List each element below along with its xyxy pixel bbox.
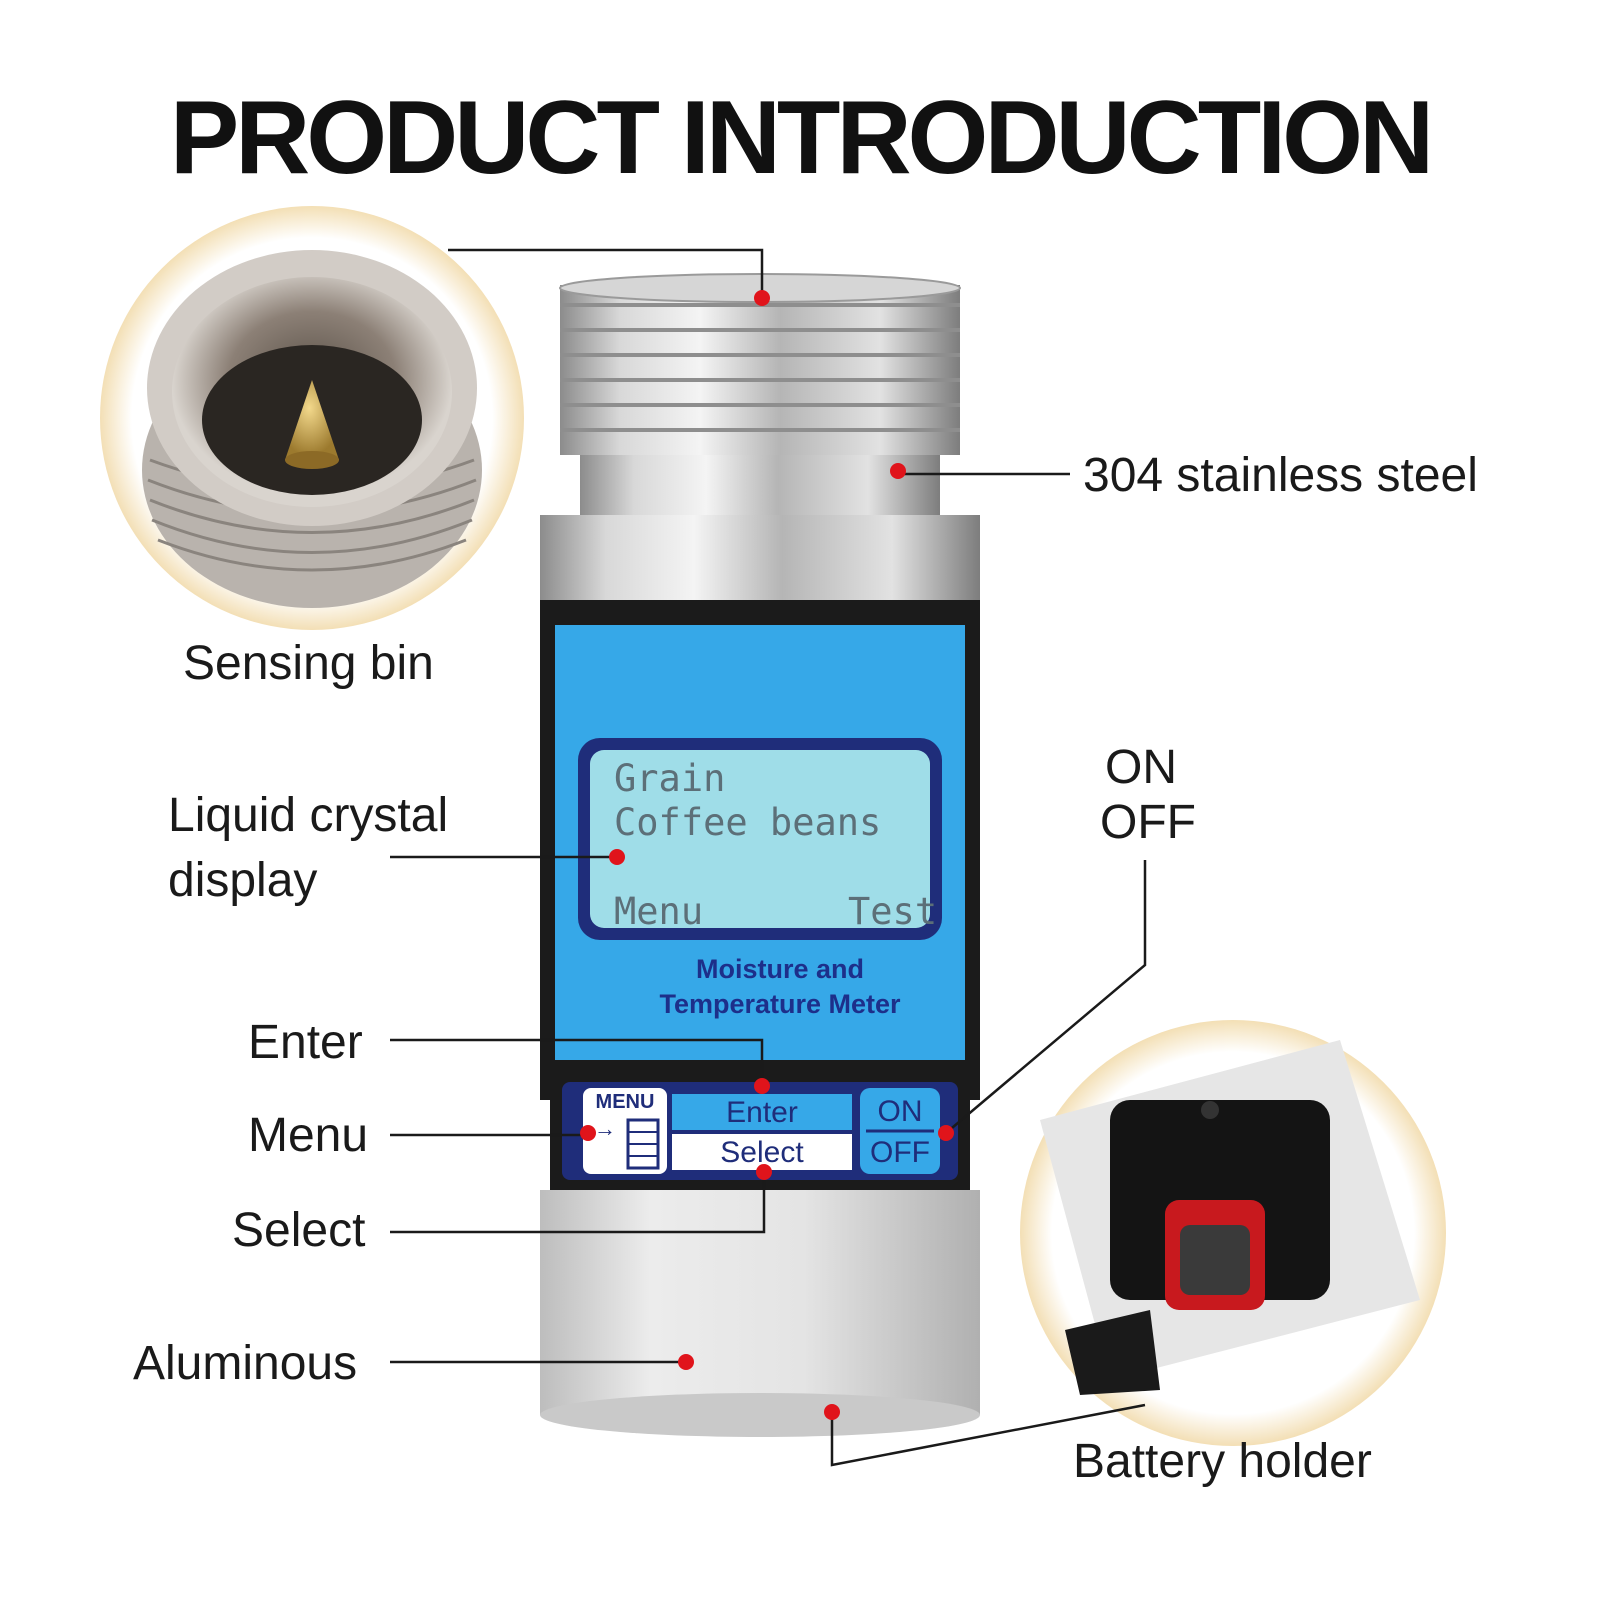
- menu-button-label: MENU: [595, 1091, 655, 1113]
- marker-dot: [824, 1404, 840, 1420]
- marker-dot: [609, 849, 625, 865]
- lcd-line-1: Grain: [614, 757, 726, 800]
- label-menu: Menu: [248, 1109, 369, 1162]
- select-button[interactable]: Select: [720, 1136, 804, 1169]
- lcd-line-2: Coffee beans: [614, 801, 882, 844]
- battery-holder-inset: [1020, 1020, 1446, 1446]
- meter-caption-line-2: Temperature Meter: [659, 988, 901, 1019]
- off-button-label[interactable]: OFF: [870, 1136, 930, 1169]
- label-lcd-line-2: display: [168, 854, 318, 907]
- stainless-top: [540, 273, 980, 605]
- marker-dot: [754, 1078, 770, 1094]
- label-on: ON: [1105, 741, 1177, 794]
- enter-button[interactable]: Enter: [726, 1096, 798, 1129]
- label-stainless-steel: 304 stainless steel: [1083, 449, 1478, 502]
- marker-dot: [756, 1164, 772, 1180]
- aluminium-body: [540, 1190, 980, 1437]
- meter-caption: Moisture and Temperature Meter: [560, 952, 1000, 1021]
- marker-dot: [678, 1354, 694, 1370]
- marker-dot: [890, 463, 906, 479]
- sensing-bin-inset: [100, 206, 524, 630]
- label-sensing-bin: Sensing bin: [183, 637, 434, 690]
- marker-dot: [580, 1125, 596, 1141]
- callout-markers: [580, 290, 954, 1420]
- label-lcd-line-1: Liquid crystal: [168, 789, 449, 842]
- marker-dot: [938, 1125, 954, 1141]
- front-panel: [540, 600, 980, 1100]
- lcd-softkey-test: Test: [848, 890, 938, 933]
- label-aluminous: Aluminous: [133, 1337, 358, 1390]
- marker-dot: [754, 290, 770, 306]
- on-button-label[interactable]: ON: [877, 1095, 923, 1128]
- label-battery-holder: Battery holder: [1073, 1435, 1372, 1488]
- label-enter: Enter: [248, 1016, 363, 1069]
- label-off: OFF: [1100, 796, 1196, 849]
- page-title: PRODUCT INTRODUCTION: [169, 80, 1434, 196]
- meter-caption-line-1: Moisture and: [695, 954, 864, 984]
- callout-lines: [390, 248, 1147, 1467]
- lcd-softkey-menu: Menu: [614, 890, 704, 933]
- menu-arrow-icon: →: [594, 1116, 616, 1141]
- label-select: Select: [232, 1204, 366, 1257]
